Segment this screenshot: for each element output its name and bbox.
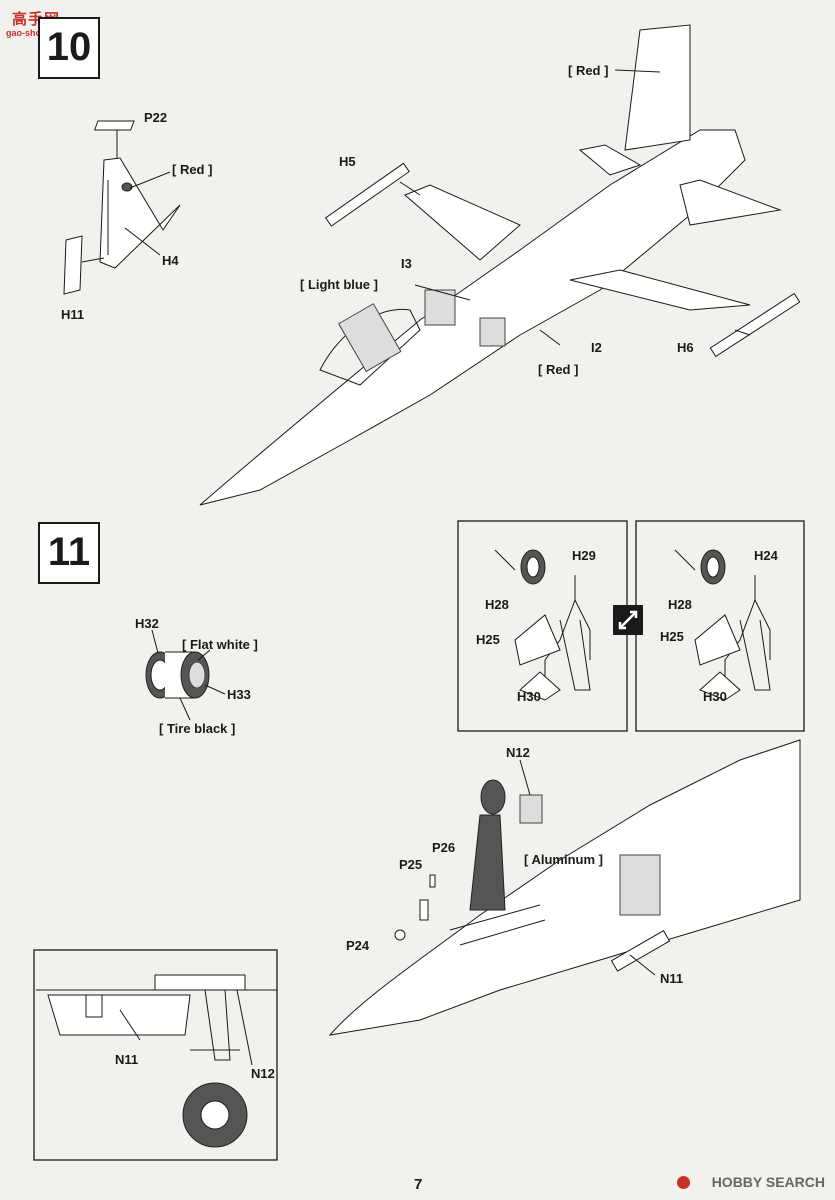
detail-inset-drawing <box>36 974 277 1148</box>
brand-logo-icon <box>677 1176 690 1189</box>
leader-h32 <box>151 629 159 654</box>
tail-fin-subassembly <box>63 120 181 295</box>
part-label-p26: P26 <box>432 840 456 855</box>
part-label-h6: H6 <box>677 340 694 355</box>
part-label-h33: H33 <box>227 687 251 702</box>
step-number-11: 11 <box>38 522 100 584</box>
gear-option-b-drawing <box>674 549 771 701</box>
part-label-h5: H5 <box>339 154 356 169</box>
leader-flat-white <box>197 649 211 661</box>
part-label-i3: I3 <box>401 256 412 271</box>
page-number: 7 <box>414 1176 423 1193</box>
leader-tire-black <box>179 697 191 721</box>
brand-watermark: HOBBY SEARCH <box>711 1174 825 1190</box>
detail-label-n12: N12 <box>251 1066 275 1081</box>
option-a-label-h30: H30 <box>517 689 541 704</box>
color-label-flat-white: [ Flat white ] <box>182 637 258 652</box>
color-label-red-tail-left: [ Red ] <box>172 162 213 177</box>
watermark-url: gao-shou.com <box>6 28 68 38</box>
step-number-10: 10 <box>38 17 100 79</box>
detail-label-n11: N11 <box>115 1052 139 1067</box>
leader-detail-n11 <box>119 1009 141 1041</box>
leader-h33 <box>204 684 226 695</box>
color-label-red-lower: [ Red ] <box>538 362 579 377</box>
option-a-label-h29: H29 <box>572 548 596 563</box>
option-b-label-h24: H24 <box>754 548 778 563</box>
main-wheel-subassembly <box>145 651 210 699</box>
option-a-label-h25: H25 <box>476 632 500 647</box>
alternative-parts-icon <box>613 605 643 635</box>
part-label-n11: N11 <box>660 971 684 986</box>
part-label-i2: I2 <box>591 340 602 355</box>
part-label-n12: N12 <box>506 745 530 760</box>
color-label-aluminum: [ Aluminum ] <box>524 852 603 867</box>
leader-n12 <box>519 759 531 796</box>
part-label-h4: H4 <box>162 253 179 268</box>
option-b-label-h25: H25 <box>660 629 684 644</box>
leader-n11 <box>629 954 656 976</box>
part-label-h11: H11 <box>61 307 85 322</box>
detail-inset-box <box>33 949 278 1161</box>
option-a-label-h28: H28 <box>485 597 509 612</box>
color-label-light-blue: [ Light blue ] <box>300 277 378 292</box>
fuselage-underside-view <box>328 739 801 1036</box>
option-b-label-h28: H28 <box>668 597 692 612</box>
option-b-label-h30: H30 <box>703 689 727 704</box>
part-label-h32: H32 <box>135 616 159 631</box>
leader-detail-n12 <box>236 989 253 1066</box>
color-label-red-tail-right: [ Red ] <box>568 63 609 78</box>
part-label-p25: P25 <box>399 857 423 872</box>
part-label-p22: P22 <box>144 110 168 125</box>
gear-option-a-drawing <box>494 549 591 701</box>
part-label-p24: P24 <box>346 938 370 953</box>
fuselage-upper-view <box>199 24 801 506</box>
color-label-tire-black: [ Tire black ] <box>159 721 236 736</box>
